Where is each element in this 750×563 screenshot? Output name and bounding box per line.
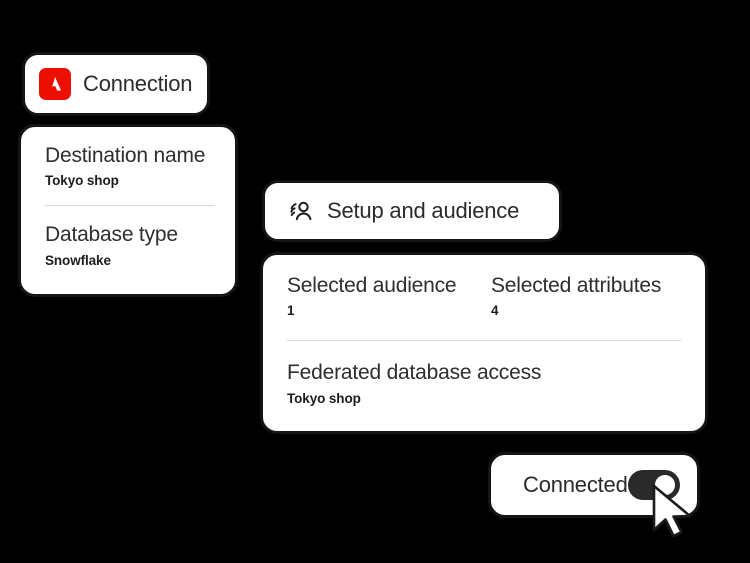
setup-and-audience-label: Setup and audience — [327, 198, 520, 223]
connection-toggle-knob[interactable] — [652, 473, 677, 497]
selected-attributes-stat: Selected attributes 4 — [491, 273, 681, 318]
audience-details-card: Selected audience 1 Selected attributes … — [260, 252, 708, 434]
details-card-divider — [287, 340, 681, 342]
destination-card-divider — [45, 205, 215, 207]
destination-name-value: Tokyo shop — [45, 173, 119, 189]
destination-name-field: Destination name Tokyo shop — [45, 143, 215, 188]
connection-toggle[interactable] — [627, 470, 680, 500]
selected-audience-value: 1 — [287, 303, 295, 319]
connected-label: Connected — [523, 472, 628, 497]
database-type-label: Database type — [45, 223, 178, 247]
selected-attributes-value: 4 — [491, 303, 499, 319]
connection-chip[interactable]: Connection — [22, 52, 210, 116]
federated-database-access-field: Federated database access Tokyo shop — [287, 360, 681, 405]
federated-database-access-value: Tokyo shop — [287, 390, 361, 406]
setup-and-audience-chip[interactable]: Setup and audience — [262, 180, 562, 242]
database-type-value: Snowflake — [45, 252, 111, 268]
audience-users-icon — [285, 196, 315, 226]
stats-row: Selected audience 1 Selected attributes … — [287, 273, 681, 318]
selected-audience-label: Selected audience — [287, 274, 457, 297]
adobe-logo-icon — [39, 68, 71, 100]
database-type-field: Database type Snowflake — [45, 222, 215, 267]
connected-status-card[interactable]: Connected — [488, 452, 700, 518]
destination-card: Destination name Tokyo shop Database typ… — [18, 124, 238, 297]
connection-chip-label: Connection — [83, 71, 193, 96]
destination-name-label: Destination name — [45, 144, 206, 167]
federated-database-access-label: Federated database access — [287, 361, 542, 385]
selected-audience-stat: Selected audience 1 — [287, 273, 491, 318]
selected-attributes-label: Selected attributes — [491, 274, 662, 297]
